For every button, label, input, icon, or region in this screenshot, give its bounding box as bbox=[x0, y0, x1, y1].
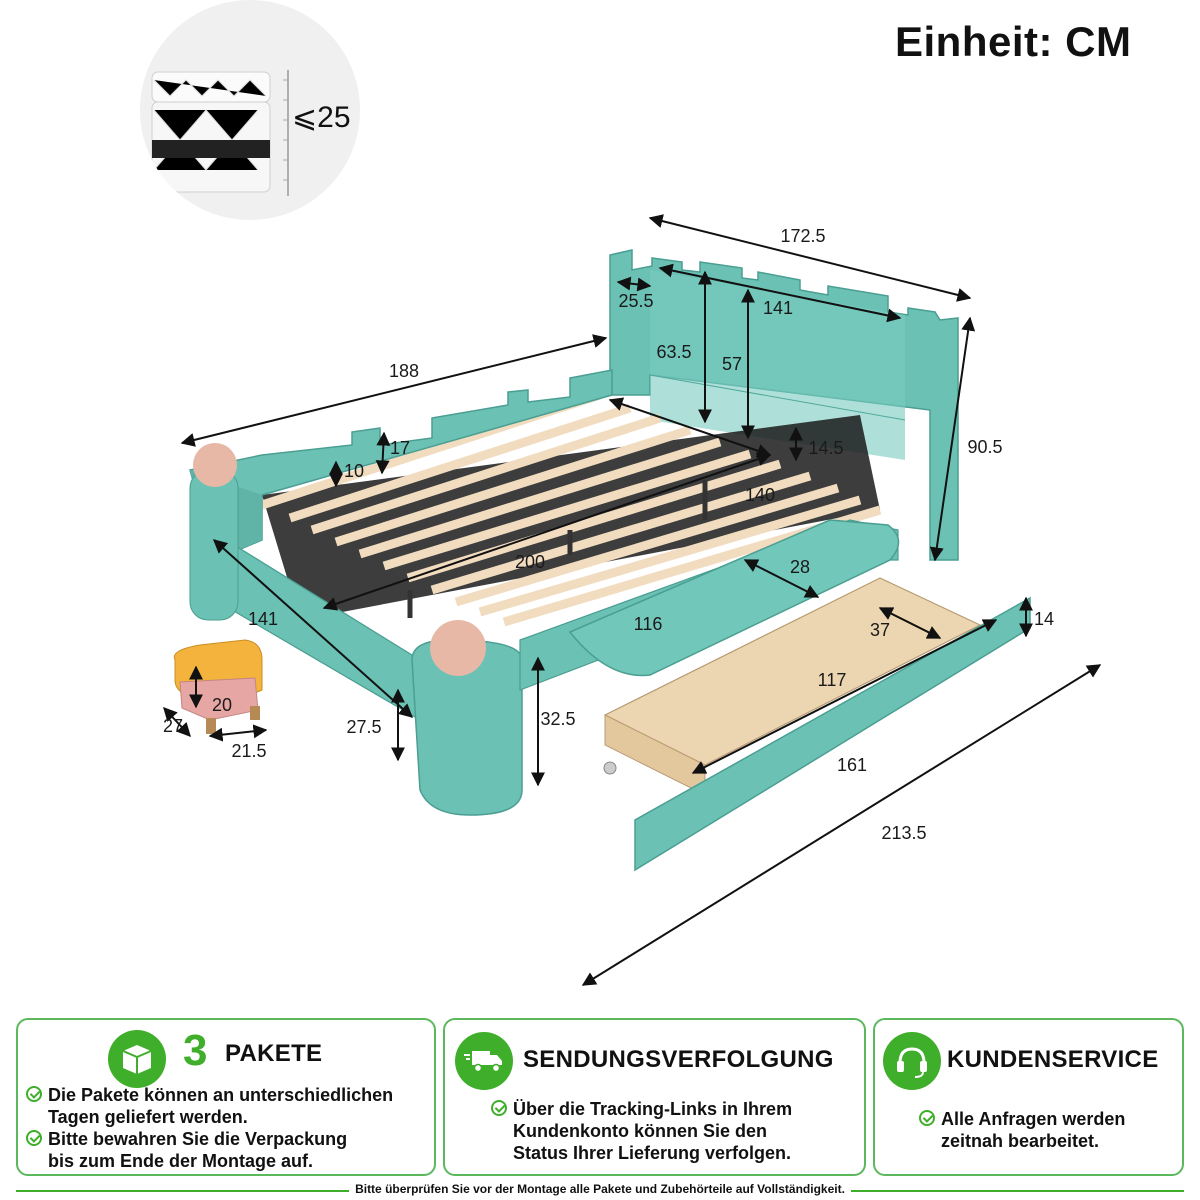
dim-slat-to-rail: 14.5 bbox=[808, 438, 843, 458]
mattress-thumbnail bbox=[140, 0, 360, 220]
unit-title: Einheit: CM bbox=[895, 18, 1132, 65]
bed-dimension-diagram: Einheit: CM ⩽25 bbox=[140, 0, 1132, 986]
check-icon bbox=[919, 1110, 935, 1126]
dimension-lines bbox=[163, 214, 1102, 986]
dim-drawer-length: 161 bbox=[837, 755, 867, 775]
dim-drawer-height: 14 bbox=[1034, 609, 1054, 629]
dim-post-height: 27.5 bbox=[346, 717, 381, 737]
dim-corner-notch: 25.5 bbox=[618, 291, 653, 311]
bed-drawing: 172.5 188 25.5 141 63.5 57 90.5 14.5 17 … bbox=[163, 214, 1102, 986]
panel-packages: 3 PAKETE Die Pakete können an unterschie… bbox=[16, 1018, 436, 1176]
dim-stool-depth: 27 bbox=[163, 716, 183, 736]
dim-rail-step: 10 bbox=[344, 461, 364, 481]
dim-rail-top: 17 bbox=[390, 438, 410, 458]
dim-headboard-inner-width: 141 bbox=[763, 298, 793, 318]
dim-shelf-depth: 28 bbox=[790, 557, 810, 577]
check-icon bbox=[26, 1086, 42, 1102]
dim-drawer-inner-length: 117 bbox=[818, 670, 847, 690]
panel-packages-line-3: Bitte bewahren Sie die Verpackung bbox=[26, 1128, 347, 1150]
mattress-height-label: ⩽25 bbox=[292, 101, 351, 134]
dim-footboard-width: 141 bbox=[248, 609, 278, 629]
dim-stool-width: 21.5 bbox=[231, 741, 266, 761]
panel-packages-line-4: bis zum Ende der Montage auf. bbox=[48, 1151, 314, 1171]
dim-stool-height: 20 bbox=[212, 695, 232, 715]
panel-tracking: SENDUNGSVERFOLGUNG Über die Tracking-Lin… bbox=[443, 1018, 866, 1176]
delivery-truck-icon bbox=[455, 1032, 513, 1090]
panel-tracking-title: SENDUNGSVERFOLGUNG bbox=[523, 1046, 834, 1073]
panel-tracking-line-3: Status Ihrer Lieferung verfolgen. bbox=[513, 1143, 792, 1163]
mattress-icon bbox=[151, 70, 289, 196]
dim-inner-width: 140 bbox=[745, 485, 775, 505]
panel-packages-line-1: Die Pakete können an unterschiedlichen bbox=[26, 1084, 393, 1106]
panel-tracking-line-2: Kundenkonto können Sie den bbox=[513, 1121, 768, 1141]
dim-shelf-length: 116 bbox=[634, 614, 663, 634]
check-icon bbox=[26, 1130, 42, 1146]
dim-side-length: 188 bbox=[389, 361, 419, 381]
panel-packages-title: PAKETE bbox=[225, 1040, 323, 1067]
dim-total-length: 213.5 bbox=[881, 823, 926, 843]
dim-inner-length: 200 bbox=[515, 552, 545, 572]
panel-service-line-2: zeitnah bearbeitet. bbox=[941, 1131, 1100, 1151]
dim-headboard-panel-height: 57 bbox=[722, 354, 742, 374]
dim-headboard-width: 172.5 bbox=[780, 226, 825, 246]
panel-tracking-line-1: Über die Tracking-Links in Ihrem bbox=[491, 1098, 792, 1120]
panel-packages-line-2: Tagen geliefert werden. bbox=[48, 1107, 248, 1127]
dim-clearance: 32.5 bbox=[540, 709, 575, 729]
stool bbox=[173, 639, 263, 734]
package-icon bbox=[108, 1030, 166, 1088]
dim-headboard-height-inner: 63.5 bbox=[656, 342, 691, 362]
panel-service: KUNDENSERVICE Alle Anfragen werden zeitn… bbox=[873, 1018, 1184, 1176]
footer-note: Bitte überprüfen Sie vor der Montage all… bbox=[0, 1182, 1200, 1196]
panel-service-line-1: Alle Anfragen werden bbox=[919, 1108, 1125, 1130]
panel-packages-number: 3 bbox=[183, 1026, 208, 1075]
panel-service-title: KUNDENSERVICE bbox=[947, 1046, 1159, 1073]
dimension-labels: 172.5 188 25.5 141 63.5 57 90.5 14.5 17 … bbox=[163, 226, 1054, 843]
footer: Bitte überprüfen Sie vor der Montage all… bbox=[0, 1180, 1200, 1200]
headset-icon bbox=[883, 1032, 941, 1090]
check-icon bbox=[491, 1100, 507, 1116]
dim-total-height: 90.5 bbox=[967, 437, 1002, 457]
dim-drawer-inner-depth: 37 bbox=[870, 620, 890, 640]
